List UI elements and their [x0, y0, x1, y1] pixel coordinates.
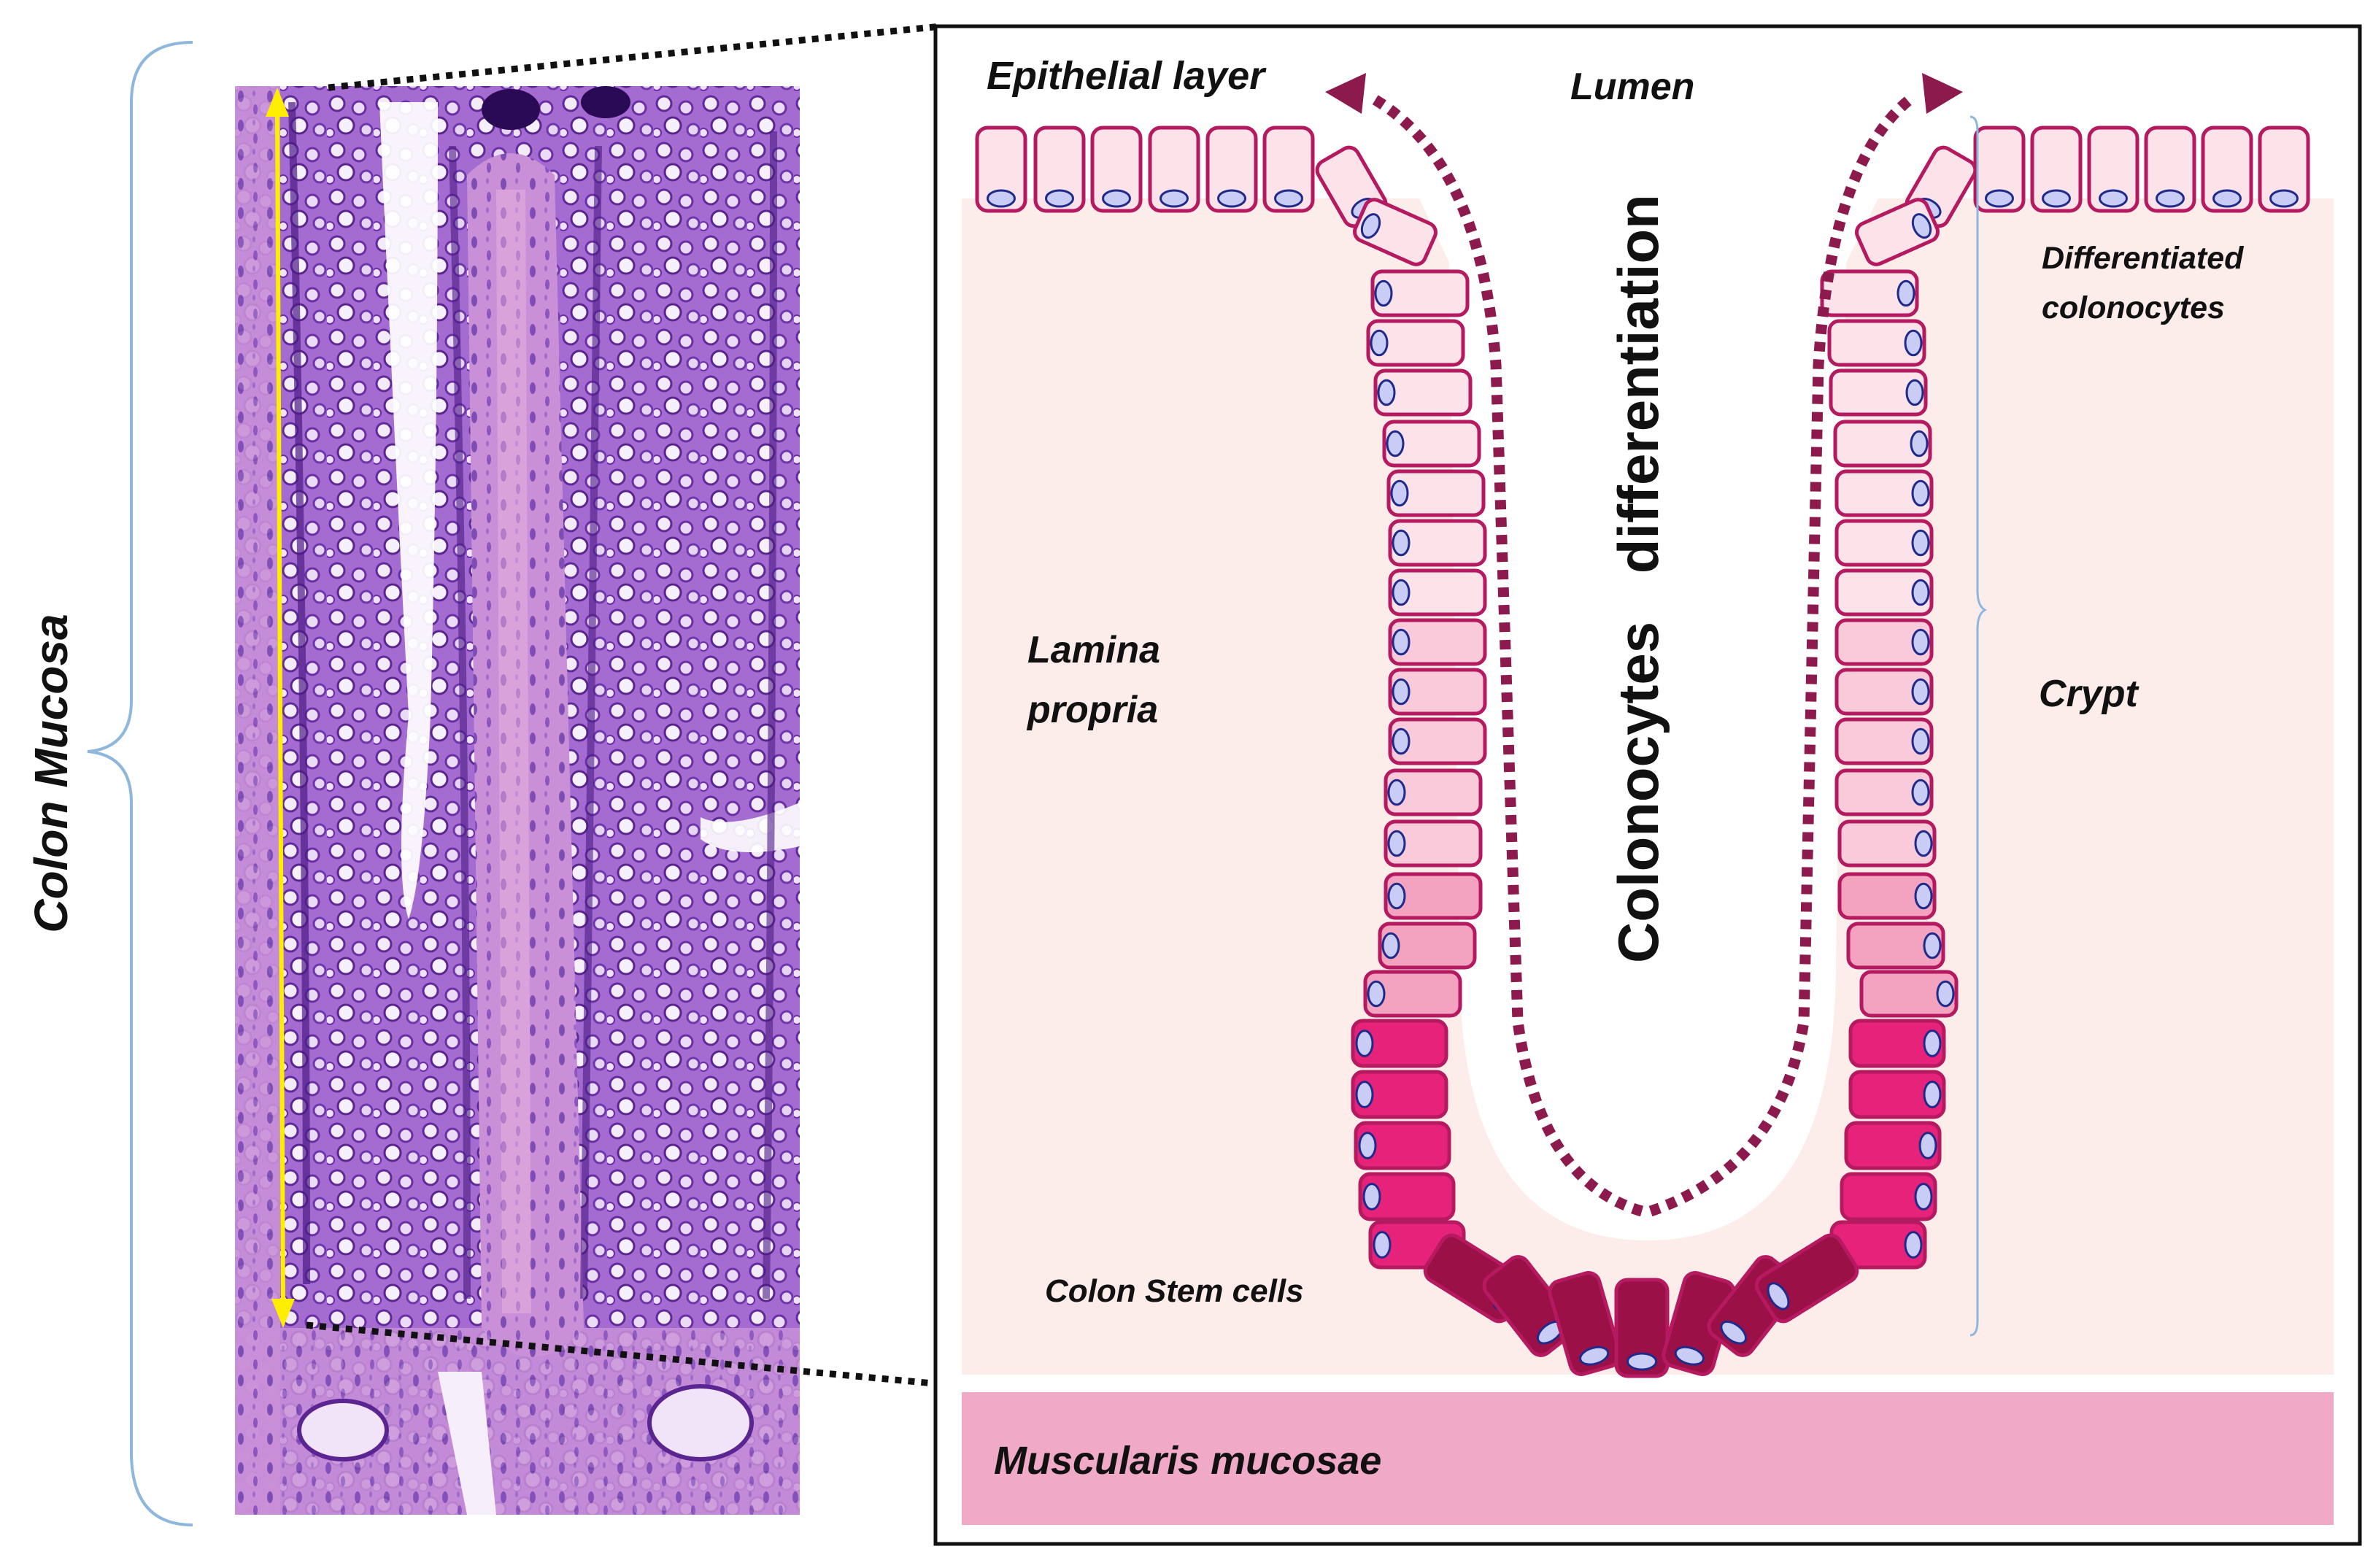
crypt-wall-cell: [1378, 922, 1477, 970]
crypt-wall-cell: [1833, 420, 1932, 468]
differentiation-word: differentiation: [1606, 194, 1670, 573]
zoom-line-top: [328, 23, 942, 91]
crypt-wall-cell: [1829, 368, 1928, 417]
crypt-wall-cell: [1827, 319, 1926, 367]
crypt-wall-cell: [1859, 970, 1959, 1018]
crypt-wall-cell: [1366, 319, 1465, 367]
lower-crypt-cell: [1351, 1070, 1448, 1119]
lower-crypt-cell: [1840, 1172, 1937, 1221]
muscularis-mucosae-label: Muscularis mucosae: [994, 1439, 1381, 1483]
crypt-wall-cell: [1837, 819, 1937, 868]
lower-crypt-cell: [1848, 1019, 1946, 1068]
stem-cells-label: Colon Stem cells: [1045, 1273, 1304, 1309]
surface-cell: [1033, 125, 1086, 213]
lower-crypt-cell: [1848, 1070, 1946, 1119]
surface-cell: [1205, 125, 1258, 213]
crypt-wall-cell: [1834, 668, 1934, 716]
lamina-propria-label-1: Lamina: [1027, 629, 1160, 671]
crypt-wall-cell: [1388, 668, 1487, 716]
shoulder-cell: [1855, 198, 1940, 266]
arrowhead-right: [1922, 73, 1963, 114]
lower-crypt-cell: [1358, 1172, 1456, 1221]
lamina-propria-label-2: propria: [1026, 689, 1158, 731]
crypt-wall-cell: [1834, 519, 1934, 567]
lower-crypt-cell: [1844, 1121, 1942, 1170]
surface-cell: [2030, 125, 2083, 213]
crypt-wall-cell: [1386, 469, 1486, 517]
lower-crypt-cell: [1351, 1019, 1448, 1068]
crypt-wall-cell: [1834, 618, 1934, 666]
arrowhead-left: [1325, 73, 1366, 114]
shoulder-cell: [1353, 198, 1438, 266]
differentiated-label-2: colonocytes: [2042, 290, 2225, 325]
surface-cell: [1973, 125, 2026, 213]
stem-cell: [1548, 1271, 1622, 1376]
crypt-wall-cell: [1384, 768, 1483, 816]
surface-cell: [1148, 125, 1200, 213]
crypt-wall-cell: [1846, 922, 1945, 970]
surface-cell: [2144, 125, 2196, 213]
crypt-wall-cell: [1834, 568, 1934, 617]
lower-crypt-cell: [1354, 1121, 1451, 1170]
crypt-wall-cell: [1834, 717, 1934, 765]
crypt-wall-cell: [1388, 568, 1487, 617]
crypt-wall-cell: [1820, 269, 1919, 317]
surface-cell: [1262, 125, 1315, 213]
lower-crypt-cell: [1829, 1220, 1927, 1270]
crypt-wall-cell: [1384, 819, 1483, 868]
crypt-wall-cell: [1837, 872, 1937, 920]
crypt-wall-cell: [1384, 872, 1483, 920]
colonocytes-word: Colonocytes: [1606, 622, 1670, 963]
crypt-length-arrow: [266, 88, 295, 1328]
colonocytes-differentiation-label: Colonocytes differentiation: [1606, 194, 1670, 963]
crypt-wall-cell: [1382, 420, 1481, 468]
colon-mucosa-brace: [87, 41, 193, 1526]
epithelial-layer-label: Epithelial layer: [987, 54, 1267, 98]
crypt-lumen: [1408, 175, 1890, 1240]
zoom-line-bottom: [306, 1321, 965, 1390]
histology-image: [235, 86, 800, 1515]
muscularis-band: [962, 1392, 2334, 1525]
crypt-wall-cell: [1363, 970, 1462, 1018]
crypt-label: Crypt: [2039, 673, 2139, 715]
surface-cell: [975, 125, 1027, 213]
colon-mucosa-label: Colon Mucosa: [25, 614, 77, 932]
differentiated-label-1: Differentiated: [2042, 241, 2244, 276]
crypt-wall-cell: [1388, 519, 1487, 567]
crypt-wall-cell: [1388, 618, 1487, 666]
surface-cell: [1090, 125, 1143, 213]
crypt-wall-cell: [1834, 469, 1934, 517]
crypt-wall-cell: [1834, 768, 1934, 816]
lumen-label: Lumen: [1570, 66, 1694, 108]
surface-cell: [2258, 125, 2310, 213]
crypt-bracket: [1969, 115, 1987, 1337]
stem-cell: [1614, 1278, 1670, 1378]
surface-cell: [2201, 125, 2253, 213]
crypt-wall-cell: [1373, 368, 1473, 417]
epithelial-cells: [975, 125, 2310, 1378]
crypt-wall-cell: [1388, 717, 1487, 765]
stem-cell: [1754, 1233, 1859, 1324]
differentiation-arrows: [1325, 73, 1963, 1217]
crypt-wall-cell: [1370, 269, 1470, 317]
surface-cell: [2087, 125, 2139, 213]
